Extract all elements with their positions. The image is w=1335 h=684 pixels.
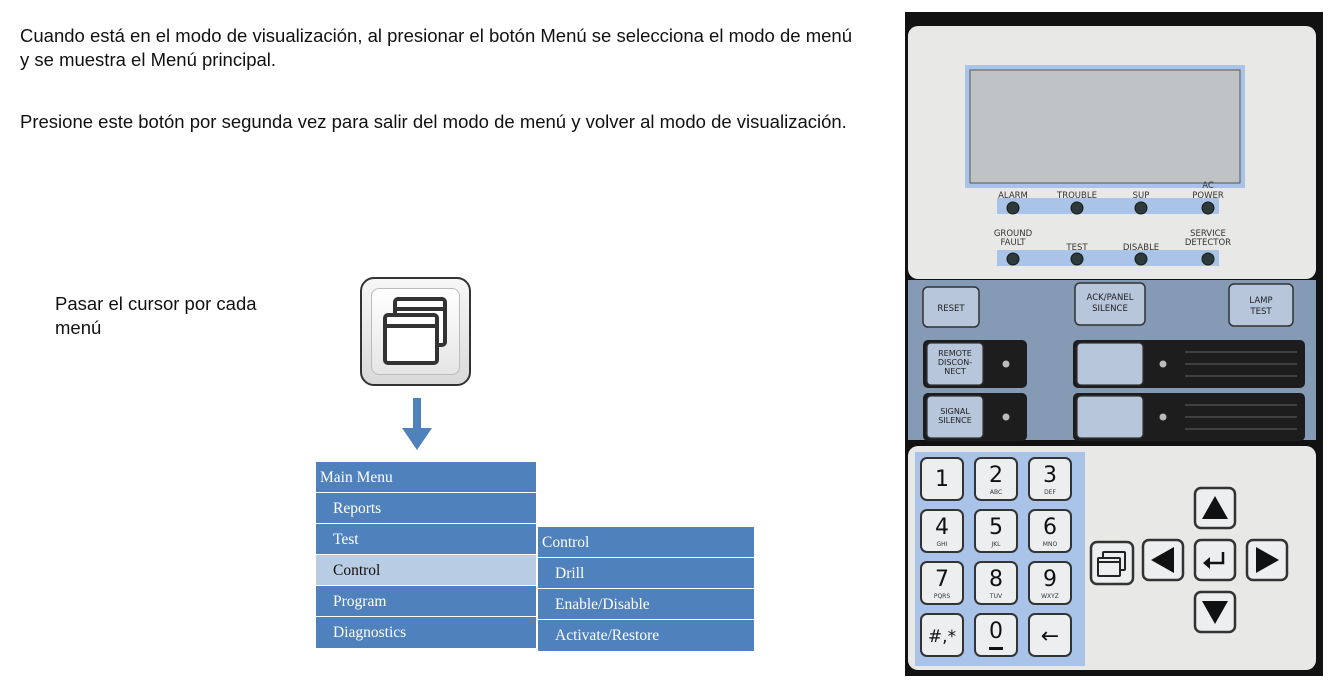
svg-text:8: 8 [989,567,1003,592]
svg-text:#,*: #,* [928,627,956,647]
arrow-right-icon [1256,547,1279,573]
control-panel: ALARM TROUBLE SUP AC POWER GROUND FAULT … [905,12,1323,676]
reset-button[interactable] [922,286,980,328]
arrow-down-icon [402,398,432,450]
led-strip-1 [997,198,1219,214]
led-alarm [1006,201,1020,215]
lamp-test-button[interactable] [1228,283,1294,327]
led-test [1070,252,1084,266]
remote-disconnect-button[interactable] [926,342,984,386]
main-menu-item-test[interactable]: Test [316,524,536,555]
main-menu-title: Main Menu [316,462,536,493]
signal-silence-led [1002,413,1010,421]
led-trouble [1070,201,1084,215]
led-disable [1134,252,1148,266]
svg-text:JKL: JKL [990,541,1001,548]
main-menu-item-reports[interactable]: Reports [316,493,536,524]
key-5[interactable] [974,509,1018,553]
main-menu-item-program[interactable]: Program [316,586,536,617]
signal-silence-button[interactable] [926,395,984,439]
control-menu-item-activate-restore[interactable]: Activate/Restore [538,620,754,651]
svg-text:PQRS: PQRS [934,593,951,600]
key-2[interactable] [974,457,1018,501]
enter-key[interactable] [1193,538,1237,582]
svg-text:DEF: DEF [1044,489,1056,496]
intro-paragraph: Cuando está en el modo de visualización,… [20,25,852,70]
svg-text:TUV: TUV [989,593,1003,600]
svg-text:SILENCE: SILENCE [938,416,972,425]
enter-icon [1203,552,1225,569]
arrow-left-icon [1151,547,1174,573]
arrow-up-icon [1202,496,1228,519]
svg-text:4: 4 [935,515,949,540]
svg-text:GHI: GHI [937,541,948,548]
key-7[interactable] [920,561,964,605]
led-label-test: TEST [1065,243,1088,253]
svg-text:0: 0 [989,619,1003,644]
key-3[interactable] [1028,457,1072,501]
svg-text:NECT: NECT [944,367,966,376]
exit-paragraph: Presione este botón por segunda vez para… [20,111,847,132]
svg-text:5: 5 [989,515,1003,540]
main-menu: Main Menu Reports Test Control Program D… [316,462,536,648]
key-4[interactable] [920,509,964,553]
ack-label-1: ACK/PANEL [1087,293,1134,303]
led-label-fault: FAULT [1001,238,1027,248]
panel-menu-icon [1097,551,1126,577]
svg-text:REMOTE: REMOTE [938,349,972,358]
key-6[interactable] [1028,509,1072,553]
svg-text:6: 6 [1043,515,1057,540]
ack-panel-silence-button[interactable] [1074,282,1146,326]
led-label-sup: SUP [1133,191,1150,201]
led-label-alarm: ALARM [998,191,1028,201]
led-sup [1134,201,1148,215]
led-service-detector [1201,252,1215,266]
control-menu-item-drill[interactable]: Drill [538,558,754,589]
led-label-service: SERVICE [1190,229,1226,239]
svg-text:DISCON-: DISCON- [938,358,972,367]
key-1[interactable] [920,457,964,501]
svg-text:SIGNAL: SIGNAL [940,407,970,416]
led-label-ground: GROUND [994,229,1033,239]
key-hash-star[interactable] [920,613,964,657]
led-label-ac: AC [1202,181,1214,191]
led-ground-fault [1006,252,1020,266]
svg-text:2: 2 [989,463,1003,488]
led-label-power: POWER [1192,191,1224,201]
arrow-down-key-icon [1202,601,1228,624]
lamp-label: LAMP [1249,296,1272,306]
led-label-disable: DISABLE [1123,243,1159,253]
svg-text:1: 1 [935,467,949,492]
svg-text:9: 9 [1043,567,1057,592]
ack-label-2: SILENCE [1092,304,1128,314]
control-menu-item-enable-disable[interactable]: Enable/Disable [538,589,754,620]
hover-hint: Pasar el cursor por cada menú [55,293,257,338]
optional-switch-1-button[interactable] [1076,342,1144,386]
led-label-trouble: TROUBLE [1056,191,1097,201]
remote-disconnect-led [1002,360,1010,368]
lcd-display [969,69,1241,184]
svg-text:WXYZ: WXYZ [1041,593,1059,600]
windows-icon [383,297,447,365]
key-8[interactable] [974,561,1018,605]
backspace-icon: ← [1041,624,1059,649]
control-submenu: Control Drill Enable/Disable Activate/Re… [538,527,754,651]
main-menu-item-control[interactable]: Control [316,555,536,586]
test-label: TEST [1249,307,1272,317]
optional-switch-2-button[interactable] [1076,395,1144,439]
menu-button[interactable] [360,277,471,386]
led-strip-2 [997,250,1219,266]
key-9[interactable] [1028,561,1072,605]
led-ac-power [1201,201,1215,215]
svg-text:ABC: ABC [990,489,1002,496]
key-backspace[interactable] [1028,613,1072,657]
svg-text:7: 7 [935,567,949,592]
svg-text:3: 3 [1043,463,1057,488]
svg-text:MNO: MNO [1043,541,1058,548]
key-0[interactable] [974,613,1018,657]
reset-label: RESET [937,304,965,314]
led-label-detector: DETECTOR [1185,238,1231,248]
control-menu-title: Control [538,527,754,558]
main-menu-item-diagnostics[interactable]: Diagnostics [316,617,536,648]
